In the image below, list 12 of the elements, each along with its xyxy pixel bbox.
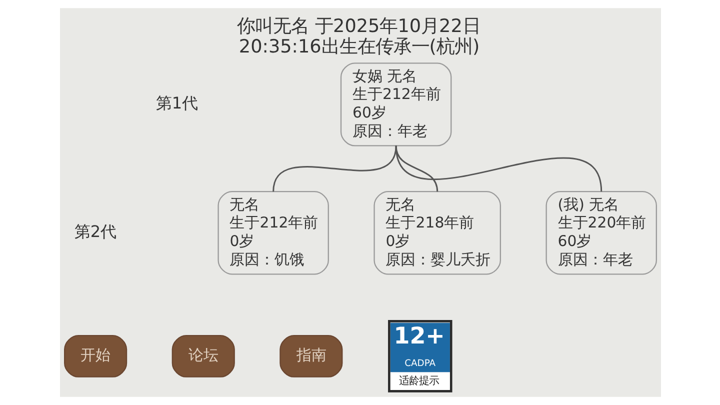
label: 第1代	[155, 94, 198, 113]
node-box: 论坛	[171, 334, 234, 378]
connector	[394, 146, 602, 192]
node-box: 指南	[279, 334, 342, 378]
node-box: 无名 生于212年前 0岁 原因：饥饿	[217, 191, 328, 275]
diagram-title: 你叫无名 于2025年10月22日 20:35:16出生在传承一(杭州)	[236, 16, 480, 58]
connector	[272, 146, 396, 192]
label: 第2代	[74, 222, 116, 242]
node-box: 女娲 无名 生于212年前 60岁 原因：年老	[340, 62, 452, 146]
node-box: 开始	[64, 334, 127, 378]
node-box: 无名 生于218年前 0岁 原因：婴儿夭折	[373, 191, 500, 275]
node-box: (我) 无名 生于220年前 60岁 原因：年老	[545, 191, 656, 275]
